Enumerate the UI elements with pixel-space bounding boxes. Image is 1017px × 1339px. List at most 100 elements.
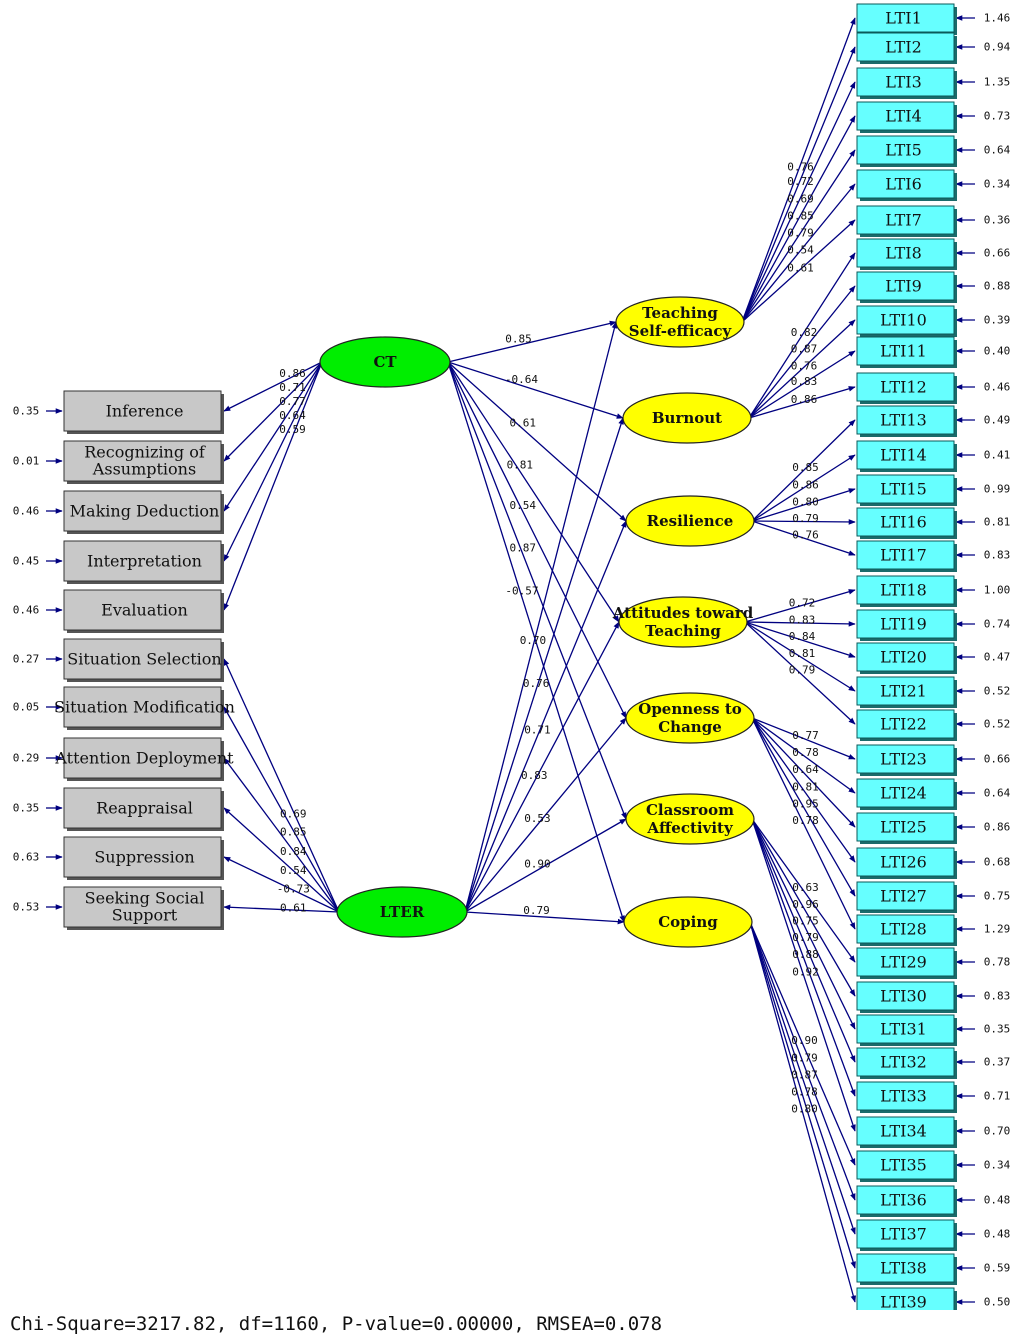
loading-arrow <box>748 319 856 419</box>
indicator-label: LTI37 <box>880 1225 927 1244</box>
observed-indicator-box <box>856 812 955 842</box>
dimension-label: Teaching <box>645 622 721 640</box>
indicator-label: Attention Deployment <box>54 749 234 768</box>
dimension-ellipse <box>625 793 755 845</box>
error-variance-value: 0.71 <box>984 1090 1011 1103</box>
path-coefficient-value: 0.71 <box>524 724 551 737</box>
loading-arrow <box>223 361 323 462</box>
fit-statistics: Chi-Square=3217.82, df=1160, P-value=0.0… <box>10 1313 663 1335</box>
error-variance-value: 0.53 <box>13 901 40 914</box>
error-variance-value: 0.35 <box>13 802 40 815</box>
error-variance-value: 1.46 <box>984 12 1011 25</box>
observed-indicator-box <box>856 540 955 570</box>
indicator-label: LTI26 <box>880 853 927 872</box>
loading-value: 0.59 <box>279 423 306 436</box>
observed-indicator-box <box>856 135 955 165</box>
loading-arrow <box>223 757 340 913</box>
observed-indicator-box <box>856 169 955 199</box>
loading-arrow <box>741 81 856 323</box>
observed-indicator-box <box>856 709 955 739</box>
observed-indicator-box <box>856 1185 955 1215</box>
loading-arrow <box>741 183 856 323</box>
error-variance-value: 0.88 <box>984 280 1011 293</box>
observed-indicator-box <box>856 238 955 268</box>
error-variance-value: 0.64 <box>984 144 1011 157</box>
indicator-label: Support <box>112 906 178 925</box>
indicator-label: Assumptions <box>92 460 196 479</box>
error-variance-value: 0.39 <box>984 314 1011 327</box>
indicator-label: Situation Selection <box>67 650 221 669</box>
observed-indicator-box <box>856 67 955 97</box>
dimension-label: Self-efficacy <box>629 322 733 340</box>
indicator-label: LTI36 <box>880 1191 927 1210</box>
indicator-label: LTI17 <box>880 546 927 565</box>
diagram-nodes <box>63 3 957 1310</box>
observed-indicator-box <box>856 32 955 62</box>
observed-indicator-box <box>856 1150 955 1180</box>
loading-arrow <box>741 17 856 323</box>
loading-value: 0.85 <box>787 210 814 223</box>
loading-arrow <box>751 717 856 760</box>
loading-arrow <box>223 807 340 913</box>
error-variance-value: 0.68 <box>984 856 1011 869</box>
loading-value: 0.88 <box>792 948 819 961</box>
loading-value: 0.95 <box>792 798 819 811</box>
loading-value: 0.77 <box>792 729 819 742</box>
structural-path-arrow <box>464 417 624 913</box>
path-coefficient-value: 0.53 <box>524 812 551 825</box>
loading-arrow <box>744 621 856 627</box>
indicator-label: LTI13 <box>880 411 927 430</box>
loading-value: 0.72 <box>789 597 816 610</box>
loading-value: 0.78 <box>792 814 819 827</box>
loading-arrow <box>751 520 856 556</box>
loading-value: 0.82 <box>791 326 818 339</box>
error-variance-value: 0.05 <box>13 701 40 714</box>
loading-value: 0.76 <box>791 360 818 373</box>
loading-value: 0.86 <box>792 479 819 492</box>
observed-indicator-box <box>856 778 955 808</box>
loading-arrow <box>223 856 340 913</box>
observed-indicator-box <box>856 981 955 1011</box>
observed-indicator-box <box>856 847 955 877</box>
observed-indicator-box <box>63 589 222 631</box>
observed-indicator-box <box>856 609 955 639</box>
indicator-label: LTI20 <box>880 648 927 667</box>
error-variance-value: 0.36 <box>984 214 1011 227</box>
indicator-label: LTI31 <box>880 1020 927 1039</box>
structural-path-arrow <box>447 361 620 623</box>
structural-path-arrow <box>464 621 620 913</box>
loading-arrow <box>741 149 856 323</box>
loading-value: 0.85 <box>280 826 307 839</box>
observed-indicator-box <box>856 205 955 235</box>
latent-variable-label: CT <box>373 353 397 371</box>
loading-arrow <box>741 46 856 323</box>
structural-path-arrow <box>447 361 627 820</box>
error-variance-value: 1.35 <box>984 76 1011 89</box>
latent-variable-ellipse <box>336 886 468 938</box>
loading-arrow <box>751 717 856 828</box>
loading-arrow <box>751 454 856 522</box>
indicator-label: LTI22 <box>880 715 927 734</box>
observed-indicator-box <box>856 744 955 774</box>
observed-indicator-box <box>856 271 955 301</box>
loading-arrow <box>749 921 856 1269</box>
structural-path-arrow <box>447 361 627 522</box>
error-variance-value: 0.50 <box>984 1296 1011 1309</box>
loading-arrow <box>751 519 856 525</box>
loading-arrow <box>751 818 856 963</box>
loading-arrow <box>223 361 323 562</box>
loading-value: 0.79 <box>792 931 819 944</box>
loading-arrow <box>749 921 857 1303</box>
error-variance-value: 1.29 <box>984 923 1011 936</box>
loading-value: 0.81 <box>789 647 816 660</box>
loading-value: 0.64 <box>792 763 819 776</box>
indicator-label: Situation Modification <box>54 698 235 717</box>
loading-value: 0.79 <box>791 1052 818 1065</box>
loading-value: 0.90 <box>791 1034 818 1047</box>
observed-indicator-box <box>856 1081 955 1111</box>
loading-arrow <box>744 621 856 725</box>
indicator-label: Evaluation <box>101 601 188 620</box>
indicator-label: Inference <box>106 402 184 421</box>
dimension-ellipse <box>615 296 745 348</box>
